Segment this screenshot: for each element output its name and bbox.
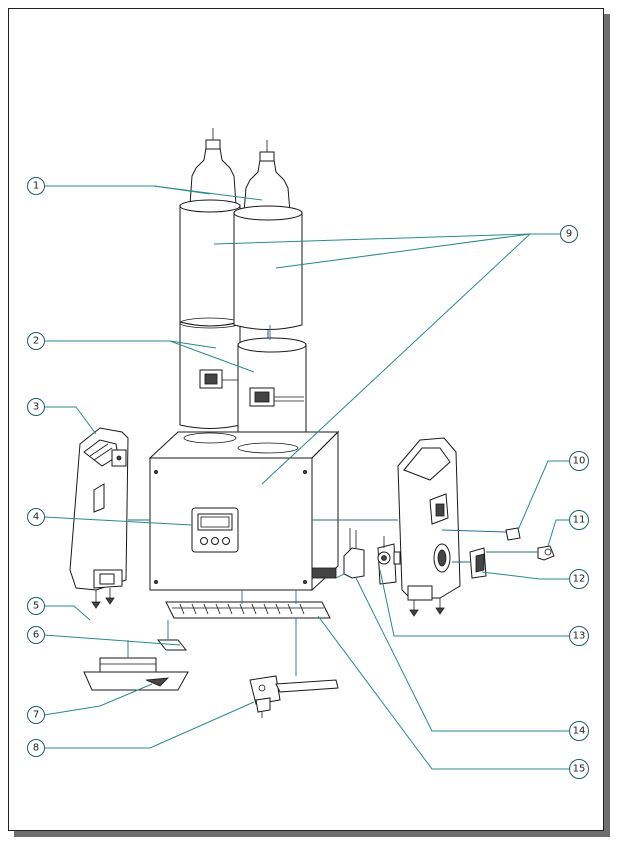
callout-label: 13 — [573, 631, 586, 642]
callout-14: 14 — [569, 721, 589, 741]
fittings — [469, 527, 555, 579]
callout-label: 12 — [573, 574, 586, 585]
callout-2: 2 — [27, 332, 45, 350]
mounting-bracket — [83, 657, 189, 691]
callout-label: 5 — [33, 601, 39, 612]
cartridge-right — [233, 140, 307, 449]
cartridge-left — [179, 128, 246, 429]
callout-6: 6 — [27, 626, 45, 644]
drip-tray — [165, 601, 331, 619]
callout-label: 8 — [33, 743, 39, 754]
small-plate — [156, 639, 188, 651]
callout-7: 7 — [27, 706, 45, 724]
callout-1: 1 — [27, 177, 45, 195]
callout-8: 8 — [27, 739, 45, 757]
callout-label: 3 — [33, 402, 39, 413]
callout-3: 3 — [27, 398, 45, 416]
assembly-axes — [127, 325, 538, 676]
callout-label: 7 — [33, 710, 39, 721]
callout-9: 9 — [560, 225, 578, 243]
callout-label: 14 — [573, 726, 586, 737]
callout-10: 10 — [569, 451, 589, 471]
callout-15: 15 — [569, 759, 589, 779]
right-side-cover — [397, 437, 461, 617]
callout-11: 11 — [569, 510, 589, 530]
callout-label: 6 — [33, 630, 39, 641]
callout-tags: 1 2 3 4 5 6 7 8 9 10 11 12 13 14 15 — [27, 177, 589, 779]
callout-label: 10 — [573, 456, 586, 467]
callout-4: 4 — [27, 508, 45, 526]
valve-assembly — [343, 528, 401, 585]
callout-label: 4 — [33, 512, 39, 523]
callout-label: 1 — [33, 181, 39, 192]
callout-13: 13 — [569, 626, 589, 646]
callout-label: 2 — [33, 336, 39, 347]
callout-label: 9 — [566, 229, 572, 240]
control-panel — [191, 507, 239, 553]
leader-lines — [43, 185, 570, 770]
left-side-cover — [69, 427, 129, 609]
power-plug — [249, 675, 339, 718]
callout-12: 12 — [569, 569, 589, 589]
main-housing — [148, 430, 340, 592]
callout-5: 5 — [27, 597, 45, 615]
callout-label: 11 — [573, 515, 586, 526]
callout-label: 15 — [573, 764, 586, 775]
